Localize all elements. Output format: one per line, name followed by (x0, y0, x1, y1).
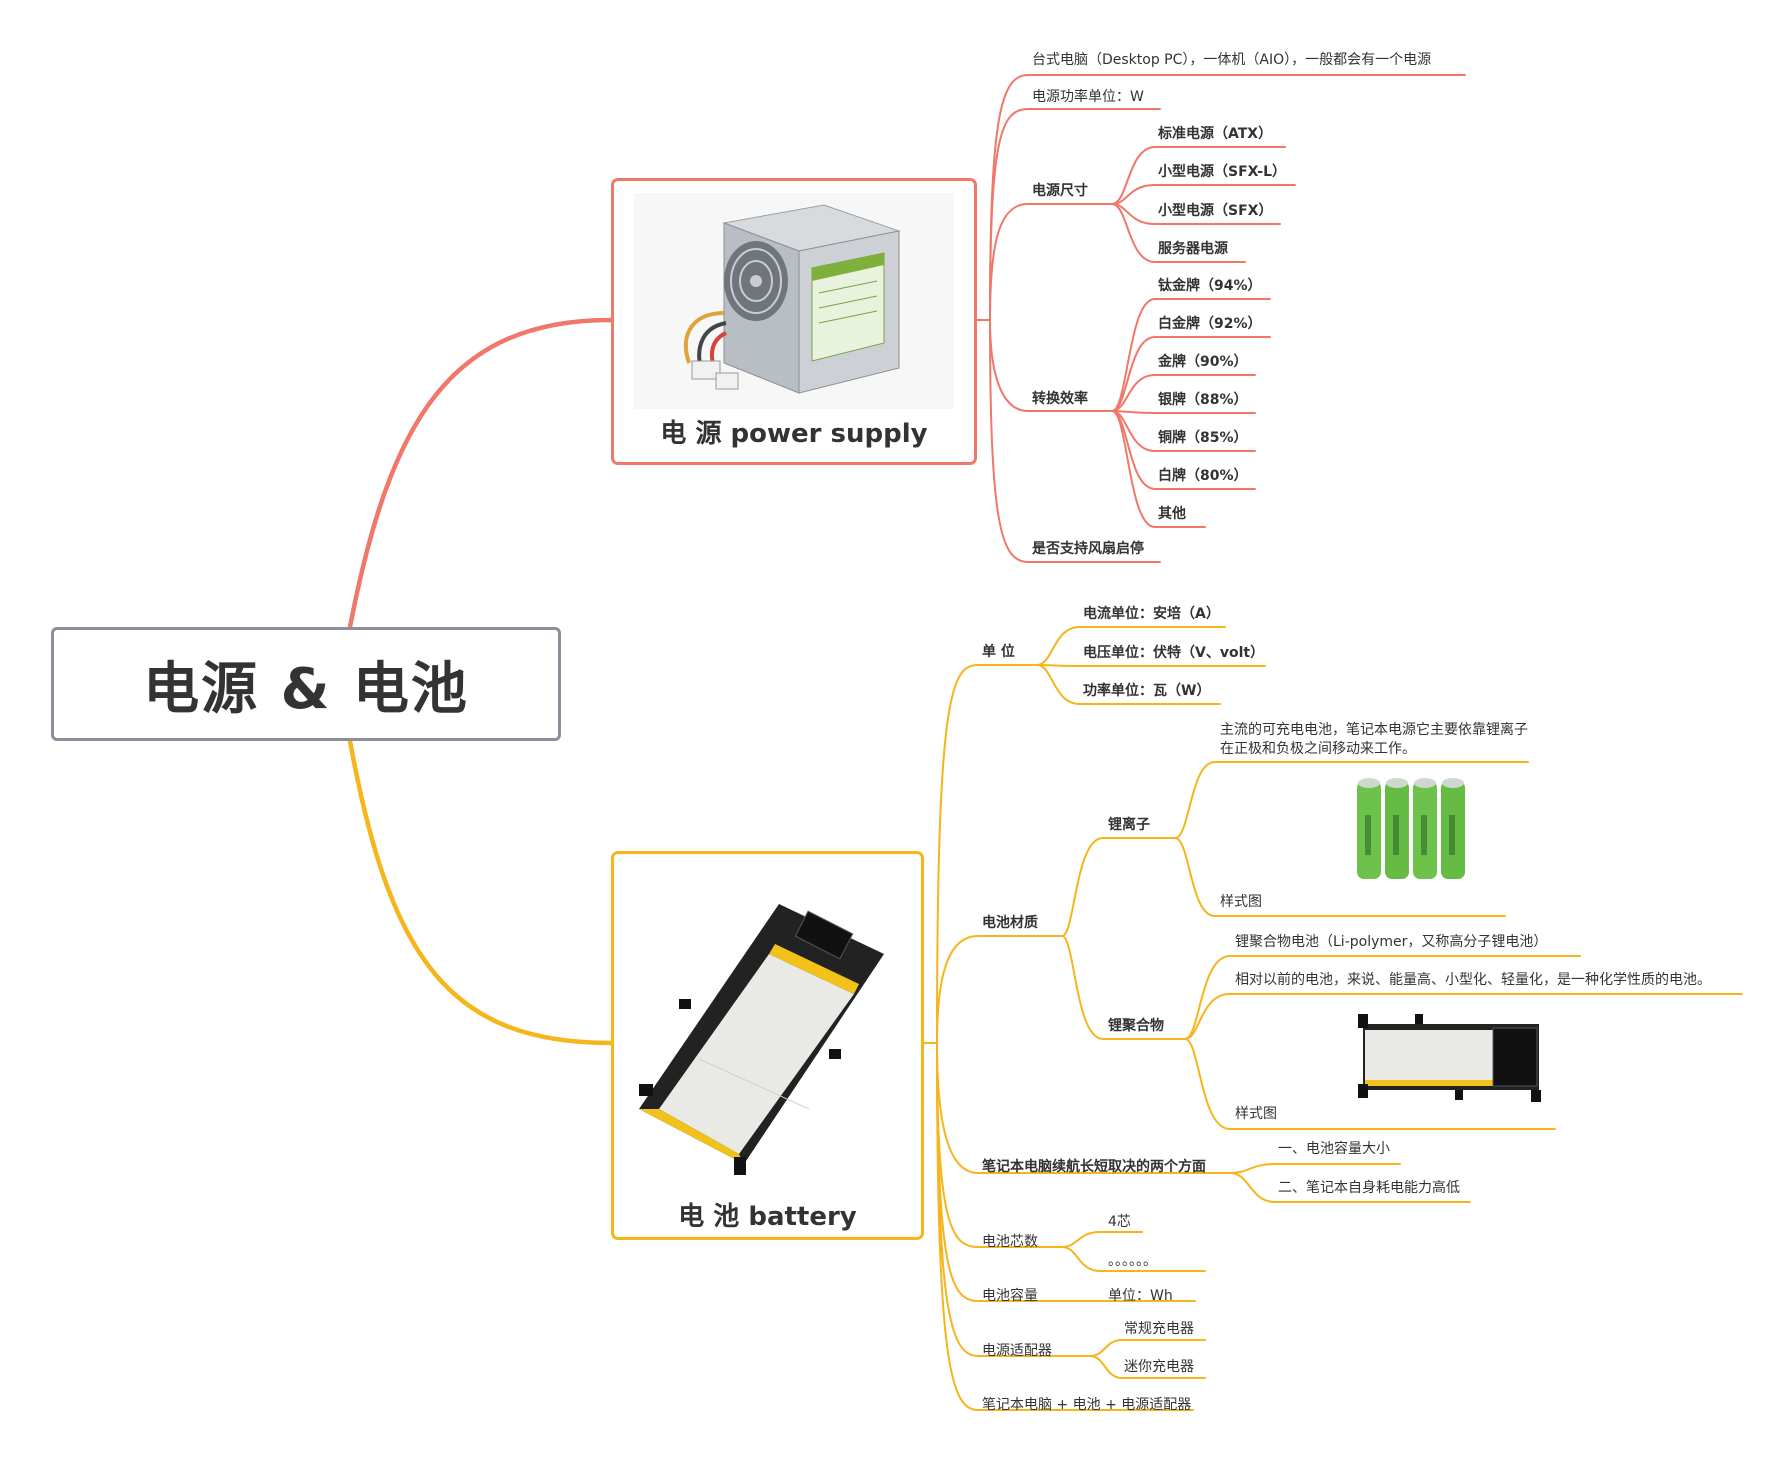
polymer-battery-image (1358, 1014, 1541, 1102)
power-branch-lines (976, 74, 1466, 563)
link-central-power (347, 317, 614, 630)
li-ion-sample-label[interactable]: 样式图 (1220, 894, 1262, 910)
power-size-item[interactable]: 小型电源（SFX） (1158, 203, 1273, 219)
power-efficiency-item[interactable]: 银牌（88%） (1158, 392, 1248, 408)
power-efficiency-item[interactable]: 金牌（90%） (1158, 354, 1248, 370)
power-supply-title: 电 源 power supply (660, 419, 928, 449)
central-topic[interactable]: 电源 & 电池 (51, 627, 561, 741)
power-adapter-label[interactable]: 电源适配器 (982, 1343, 1052, 1359)
battery-cells-item[interactable]: 4芯 (1108, 1214, 1131, 1230)
power-supply-unit-image (634, 193, 954, 409)
li-ion-label[interactable]: 锂离子 (1108, 817, 1150, 833)
battery-capacity-label[interactable]: 电池容量 (982, 1288, 1038, 1304)
power-efficiency-item[interactable]: 铜牌（85%） (1158, 430, 1248, 446)
power-adapter-item[interactable]: 迷你充电器 (1124, 1359, 1194, 1375)
li-poly-description[interactable]: 相对以前的电池，来说、能量高、小型化、轻量化，是一种化学性质的电池。 (1235, 972, 1711, 988)
battery-material-label[interactable]: 电池材质 (982, 915, 1038, 931)
power-efficiency-item[interactable]: 白牌（80%） (1158, 468, 1248, 484)
power-efficiency-label[interactable]: 转换效率 (1032, 391, 1088, 407)
li-poly-label[interactable]: 锂聚合物 (1108, 1018, 1164, 1034)
power-fan-option[interactable]: 是否支持风扇启停 (1032, 541, 1144, 557)
battery-life-item[interactable]: 二、笔记本自身耗电能力高低 (1278, 1180, 1460, 1196)
link-central-battery (347, 738, 614, 1046)
power-size-item[interactable]: 服务器电源 (1158, 241, 1228, 257)
power-size-label[interactable]: 电源尺寸 (1032, 183, 1088, 199)
laptop-combo-note[interactable]: 笔记本电脑 + 电池 + 电源适配器 (982, 1397, 1192, 1413)
power-adapter-item[interactable]: 常规充电器 (1124, 1321, 1194, 1337)
li-ion-description[interactable]: 主流的可充电电池，笔记本电源它主要依靠锂离子在正极和负极之间移动来工作。 (1220, 722, 1528, 757)
main-topic-battery[interactable]: 电 池 battery (611, 851, 924, 1240)
battery-unit-label[interactable]: 单 位 (982, 644, 1015, 660)
battery-life-label[interactable]: 笔记本电脑续航长短取决的两个方面 (982, 1159, 1206, 1175)
li-poly-sample-label[interactable]: 样式图 (1235, 1106, 1277, 1122)
18650-cells-image (1357, 778, 1465, 879)
power-efficiency-item[interactable]: 钛金牌（94%） (1158, 278, 1262, 294)
main-topic-power-supply[interactable]: 电 源 power supply (611, 178, 977, 465)
central-topic-label: 电源 & 电池 (143, 656, 469, 722)
power-size-item[interactable]: 小型电源（SFX-L） (1158, 164, 1287, 180)
battery-cells-label[interactable]: 电池芯数 (982, 1234, 1038, 1250)
li-poly-name[interactable]: 锂聚合物电池（Li-polymer，又称高分子锂电池） (1235, 934, 1548, 950)
battery-cells-item[interactable]: 。。。。。。 (1108, 1253, 1157, 1269)
battery-unit-item[interactable]: 电流单位：安培（A） (1083, 606, 1220, 622)
power-unit[interactable]: 电源功率单位：W (1032, 89, 1144, 105)
desktop-note[interactable]: 台式电脑（Desktop PC），一体机（AIO），一般都会有一个电源 (1032, 52, 1432, 68)
battery-title: 电 池 battery (678, 1202, 857, 1232)
laptop-battery-image (639, 904, 884, 1175)
battery-unit-item[interactable]: 电压单位：伏特（V、volt） (1083, 645, 1265, 661)
power-size-item[interactable]: 标准电源（ATX） (1158, 126, 1273, 142)
battery-unit-item[interactable]: 功率单位：瓦（W） (1083, 683, 1211, 699)
battery-branch-lines (923, 626, 1743, 1411)
power-efficiency-item[interactable]: 白金牌（92%） (1158, 316, 1262, 332)
power-efficiency-item[interactable]: 其他 (1158, 506, 1186, 522)
battery-life-item[interactable]: 一、电池容量大小 (1278, 1141, 1390, 1157)
battery-capacity-unit[interactable]: 单位：Wh (1108, 1288, 1173, 1304)
